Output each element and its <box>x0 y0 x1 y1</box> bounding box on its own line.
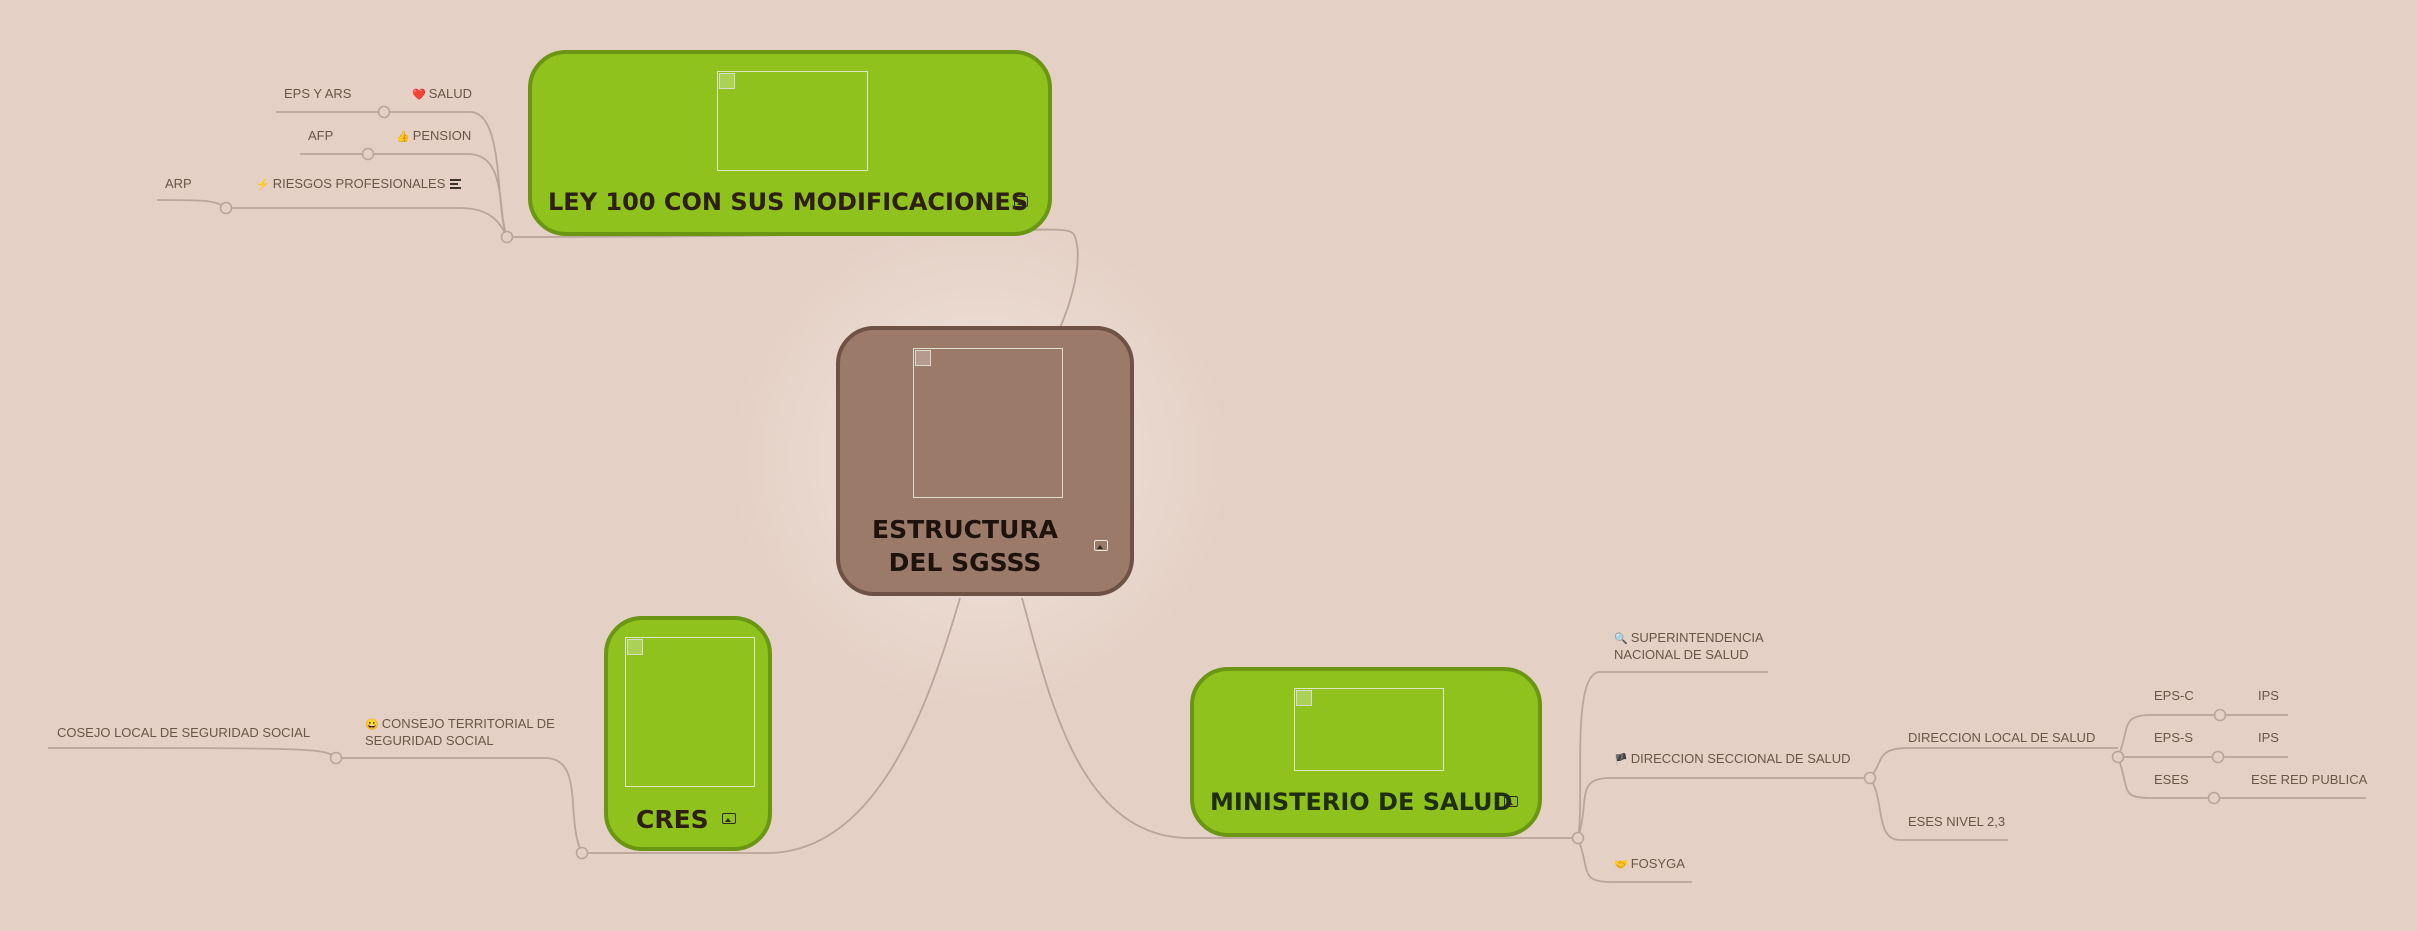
label-fosyga[interactable]: 🤝FOSYGA <box>1614 856 1685 871</box>
link-fosyga <box>1577 837 1692 883</box>
image-icon[interactable] <box>722 813 736 824</box>
label-afp[interactable]: AFP <box>308 128 334 143</box>
link-riesgos <box>226 207 508 238</box>
link-root-ministerio <box>1021 597 1578 839</box>
label-salud[interactable]: ❤️SALUD <box>412 86 473 101</box>
link-eses-nivel <box>1869 777 2008 841</box>
broken-image-icon <box>627 639 643 655</box>
junction-ministerio <box>1571 831 1585 845</box>
heart-icon: ❤️ <box>412 89 426 101</box>
node-title: LEY 100 CON SUS MODIFICACIONES <box>548 188 1029 216</box>
label-superintendencia[interactable]: 🔍SUPERINTENDENCIA NACIONAL DE SALUD <box>1614 630 1763 662</box>
junction-eps-s <box>2211 750 2225 764</box>
handshake-icon: 🤝 <box>1614 859 1628 871</box>
link-direccion <box>1577 777 1870 839</box>
note-line <box>450 183 458 185</box>
image-icon[interactable] <box>1504 796 1518 807</box>
link-eps-c <box>2117 714 2220 758</box>
label-direccion-seccional[interactable]: 🏴DIRECCION SECCIONAL DE SALUD <box>1614 751 1851 766</box>
image-icon[interactable] <box>1014 196 1028 207</box>
label-ese-red-publica[interactable]: ESE RED PUBLICA <box>2251 772 2368 787</box>
magnifier-icon: 🔍 <box>1614 633 1628 645</box>
label-arp[interactable]: ARP <box>165 176 192 191</box>
label-ips-2[interactable]: IPS <box>2258 730 2279 745</box>
junction-riesgos <box>219 201 233 215</box>
junction-direccion <box>1863 771 1877 785</box>
note-icon[interactable] <box>450 179 461 189</box>
junction-eps-c <box>2213 708 2227 722</box>
node-root[interactable]: ESTRUCTURA DEL SGSSS <box>836 326 1134 596</box>
label-eps-ars[interactable]: EPS Y ARS <box>284 86 352 101</box>
node-ministerio[interactable]: MINISTERIO DE SALUD <box>1190 667 1542 837</box>
link-consejo <box>336 757 583 854</box>
label-consejo-territorial[interactable]: 😀CONSEJO TERRITORIAL DE SEGURIDAD SOCIAL <box>365 716 555 748</box>
link-eses <box>2117 756 2214 799</box>
label-cosejo-local[interactable]: COSEJO LOCAL DE SEGURIDAD SOCIAL <box>57 725 311 740</box>
junction-salud <box>377 105 391 119</box>
label-pension[interactable]: 👍PENSION <box>396 128 472 143</box>
node-title: CRES <box>636 805 709 834</box>
link-root-cres <box>582 597 961 854</box>
node-ley100[interactable]: LEY 100 CON SUS MODIFICACIONES <box>528 50 1052 236</box>
node-title: MINISTERIO DE SALUD <box>1210 788 1513 816</box>
junction-consejo <box>329 751 343 765</box>
junction-pension <box>361 147 375 161</box>
broken-image-icon <box>719 73 735 89</box>
lightning-icon: ⚡ <box>256 179 270 191</box>
label-eps-s[interactable]: EPS-S <box>2154 730 2194 745</box>
flag-icon: 🏴 <box>1614 754 1628 766</box>
node-title: ESTRUCTURA DEL SGSSS <box>872 515 1058 577</box>
node-image-placeholder <box>717 71 868 171</box>
label-eses[interactable]: ESES <box>2154 772 2189 787</box>
broken-image-icon <box>915 350 931 366</box>
junction-ley100 <box>500 230 514 244</box>
link-cosejo <box>47 747 337 759</box>
link-super <box>1577 671 1768 839</box>
link-arp <box>156 199 227 209</box>
label-eses-nivel[interactable]: ESES NIVEL 2,3 <box>1908 814 2006 829</box>
node-cres[interactable]: CRES <box>604 616 772 851</box>
node-image-placeholder <box>1294 688 1444 771</box>
link-pension <box>368 153 508 238</box>
broken-image-icon <box>1296 690 1312 706</box>
label-direccion-local[interactable]: DIRECCION LOCAL DE SALUD <box>1908 730 2096 745</box>
link-dir-local <box>1869 747 2118 779</box>
junction-cres <box>575 846 589 860</box>
node-image-placeholder <box>913 348 1063 498</box>
image-icon[interactable] <box>1094 540 1108 551</box>
link-root-ley100 <box>506 228 1079 329</box>
label-riesgos[interactable]: ⚡RIESGOS PROFESIONALES <box>256 176 446 191</box>
smile-icon: 😀 <box>365 719 379 731</box>
junction-eses <box>2207 791 2221 805</box>
label-eps-c[interactable]: EPS-C <box>2154 688 2194 703</box>
label-ips-1[interactable]: IPS <box>2258 688 2279 703</box>
thumbs-up-icon: 👍 <box>396 131 410 143</box>
junction-dir-local <box>2111 750 2125 764</box>
node-image-placeholder <box>625 637 755 787</box>
